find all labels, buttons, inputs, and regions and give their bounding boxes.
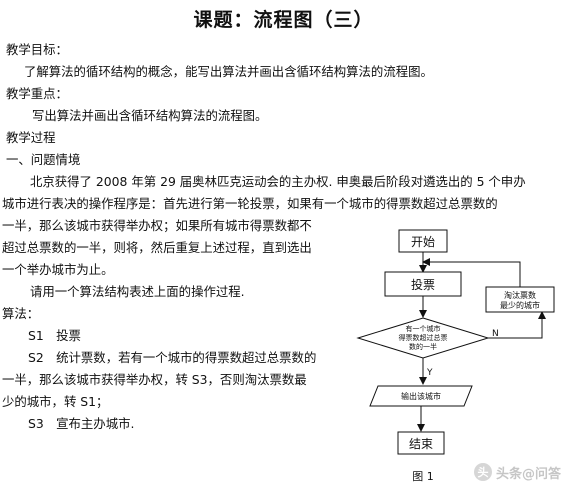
yes-label: Y [426,368,433,378]
arrow-loop-back [422,258,521,287]
algorithm-step-s2-cont: 一半，那么该城市获得举办权，转 S3，否则淘汰票数最 [2,372,307,387]
decision-label-line: 数的一半 [409,342,437,351]
section-heading-process: 教学过程 [6,130,56,145]
end-node [397,431,445,455]
subheading-problem: 一、问题情境 [6,152,81,167]
page-title: 课题：流程图（三） [193,9,374,31]
algorithm-step-s2: S2 统计票数，若有一个城市的得票数超过总票数的 [28,350,317,365]
vote-label: 投票 [411,277,435,292]
end-label: 结束 [409,437,433,451]
algorithm-step-s1: S1 投票 [28,328,81,343]
decision-label-line: 有一个城市 [406,324,441,333]
start-label: 开始 [411,235,435,249]
decision-label-line: 得票数超过总票 [399,333,448,342]
vote-node [384,271,462,297]
key-points-text: 写出算法并画出含循环结构算法的流程图。 [32,108,268,123]
algorithm-step-s2-cont: 少的城市，转 S1； [2,394,109,409]
paragraph-line: 一个举办城市为止。 [2,262,114,277]
section-heading-goals: 教学目标： [6,42,68,57]
eliminate-label-line: 最少的城市 [500,300,540,310]
paragraph-line: 超过总票数的一半，则将，然后重复上述过程，直到选出 [2,240,312,255]
watermark: 头 头条@问答 [473,461,561,483]
arrow-no-branch [488,311,546,339]
toutiao-logo-icon: 头 [473,463,492,481]
eliminate-node [485,286,555,313]
goals-text: 了解算法的循环结构的概念，能写出算法并画出含循环结构算法的流程图。 [24,64,433,79]
output-label: 输出该城市 [401,391,441,401]
subheading-algorithm: 算法： [2,306,40,321]
algorithm-step-s3: S3 宣布主办城市. [28,416,135,431]
no-label: N [492,329,499,339]
watermark-text: 头条@问答 [495,466,561,482]
output-node [369,385,473,407]
section-heading-key-points: 教学重点： [6,86,68,101]
paragraph-line: 北京获得了 2008 年第 29 届奥林匹克运动会的主办权. 申奥最后阶段对遴选… [30,174,526,189]
paragraph-line: 一半，那么该城市获得举办权；如果所有城市得票数都不 [2,218,312,233]
task-text: 请用一个算法结构表述上面的操作过程. [30,284,245,299]
paragraph-line: 城市进行表决的操作程序是：首先进行第一轮投票，如果有一个城市的得票数超过总票数的 [2,196,498,211]
eliminate-label-line: 淘汰票数 [504,290,536,300]
figure-caption: 图 1 [412,470,434,483]
